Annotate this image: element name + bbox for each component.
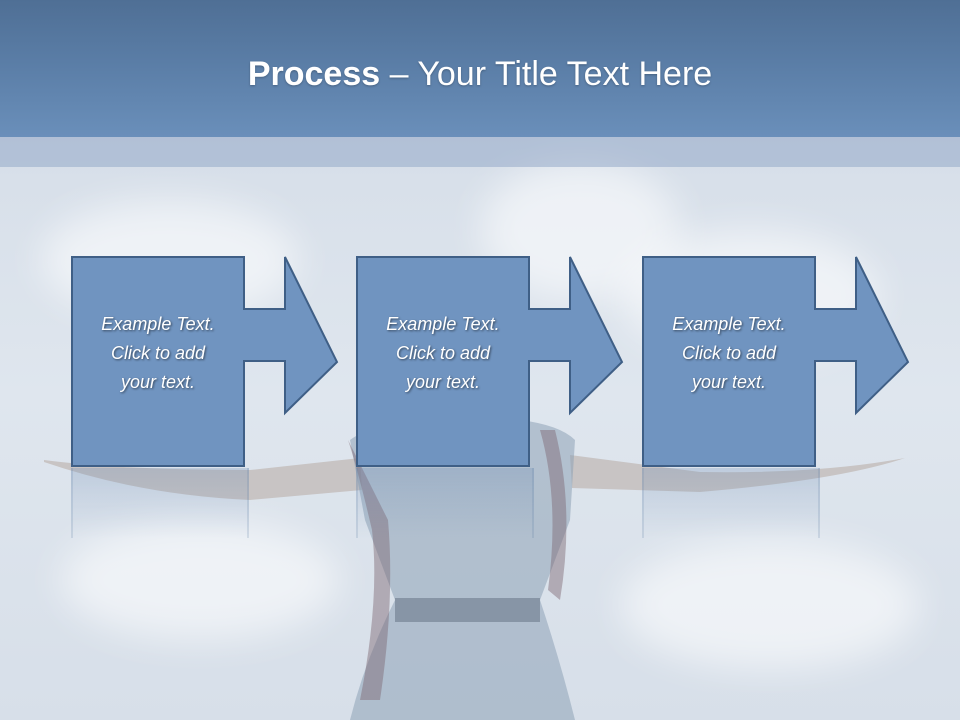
title-bar [0, 0, 960, 137]
step-shape [356, 256, 624, 467]
cloud-shape [60, 520, 340, 640]
step-text[interactable]: Example Text. Click to add your text. [101, 314, 215, 392]
step-text[interactable]: Example Text. Click to add your text. [386, 314, 500, 392]
process-step-1[interactable]: Example Text. Click to add your text. [71, 256, 357, 468]
left-arm-shape [44, 458, 362, 500]
right-arrow-icon [71, 256, 339, 467]
process-step-2[interactable]: Example Text. Click to add your text. [356, 256, 642, 468]
title-bar-strip [0, 137, 960, 167]
title-bold: Process [247, 55, 381, 93]
scarf-shape [348, 440, 391, 700]
step-text[interactable]: Example Text. Click to add your text. [672, 314, 786, 392]
process-step-3[interactable]: Example Text. Click to add your text. [642, 256, 928, 468]
right-arrow-icon [642, 256, 910, 467]
right-arm-shape [570, 455, 905, 492]
step-shape [642, 256, 910, 467]
step-reflection [356, 468, 534, 538]
scarf-shape [540, 430, 567, 600]
step-shape [71, 256, 339, 467]
dress-shape [350, 420, 575, 720]
right-arrow-icon [356, 256, 624, 467]
title-rest: – Your Title Text Here [380, 55, 713, 93]
waist-belt-shape [395, 598, 540, 622]
step-reflection [642, 468, 820, 538]
slide-title[interactable]: Process – Your Title Text Here [0, 52, 960, 96]
cloud-shape [620, 540, 920, 670]
step-reflection [71, 468, 249, 538]
